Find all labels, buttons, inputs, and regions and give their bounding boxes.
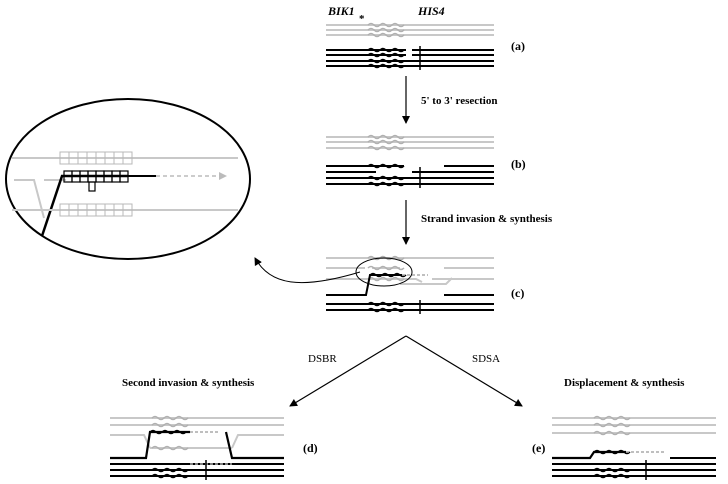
panel-d-duplexes bbox=[110, 415, 284, 480]
panel-label-b: (b) bbox=[511, 157, 526, 171]
step-label-resection: 5' to 3' resection bbox=[421, 95, 497, 107]
panel-b-duplexes bbox=[326, 134, 494, 188]
panel-label-d: (d) bbox=[303, 441, 318, 455]
panel-label-c: (c) bbox=[511, 286, 524, 300]
arrow-dsbr bbox=[289, 335, 407, 407]
panel-label-a: (a) bbox=[511, 39, 525, 53]
panel-a-duplexes bbox=[326, 22, 494, 70]
branch-label-dsbr: DSBR bbox=[308, 353, 337, 365]
step-label-second-invasion: Second invasion & synthesis bbox=[122, 377, 255, 389]
branch-label-sdsa: SDSA bbox=[472, 353, 500, 365]
gene-label-his4: HIS4 bbox=[417, 4, 445, 18]
panel-e-duplexes bbox=[552, 415, 716, 480]
step-label-invasion: Strand invasion & synthesis bbox=[421, 213, 553, 225]
zoom-inset bbox=[5, 98, 251, 260]
mismatch-marker: * bbox=[359, 13, 365, 25]
gene-label-bik1: BIK1 bbox=[327, 4, 355, 18]
panel-c-duplexes bbox=[326, 255, 494, 314]
panel-label-e: (e) bbox=[532, 441, 545, 455]
step-label-displacement: Displacement & synthesis bbox=[564, 377, 685, 389]
zoom-connector-arrow bbox=[254, 257, 361, 284]
arrow-sdsa bbox=[405, 335, 523, 407]
